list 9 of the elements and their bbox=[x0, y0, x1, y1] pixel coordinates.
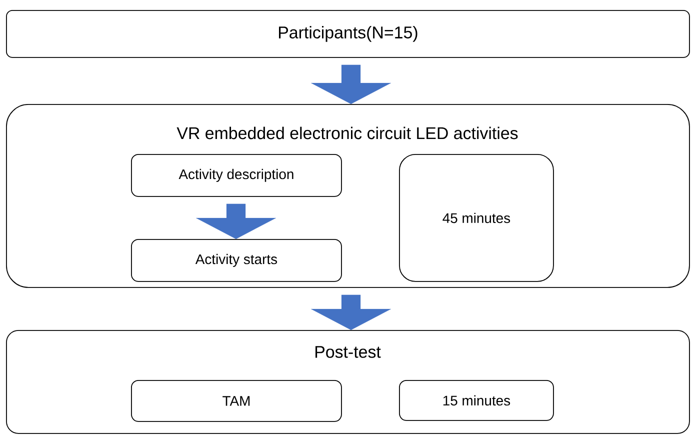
process-box: Participants(N=15) bbox=[6, 10, 690, 58]
process-box: 15 minutes bbox=[399, 380, 554, 421]
process-box: TAM bbox=[131, 380, 342, 422]
process-box: Activity starts bbox=[131, 239, 342, 282]
block-arrow bbox=[310, 294, 392, 330]
process-box: Activity description bbox=[131, 154, 342, 197]
block-arrow bbox=[310, 64, 392, 104]
process-box: 45 minutes bbox=[399, 154, 554, 282]
block-arrow bbox=[196, 204, 276, 240]
